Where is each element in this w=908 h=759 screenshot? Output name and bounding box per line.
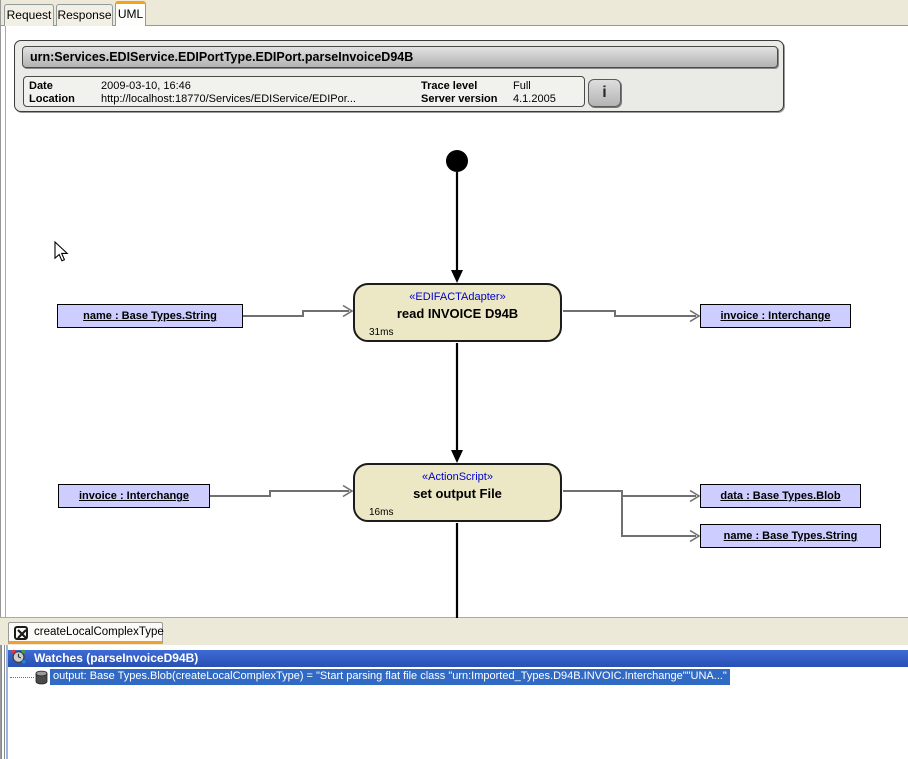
date-label: Date <box>29 80 53 92</box>
watch-entry-value[interactable]: output: Base Types.Blob(createLocalCompl… <box>50 669 730 685</box>
node1-duration: 31ms <box>369 327 394 338</box>
watch-row[interactable]: output: Base Types.Blob(createLocalCompl… <box>8 669 908 685</box>
variable-cylinder-icon <box>35 670 48 685</box>
node1-stereotype: «EDIFACTAdapter» <box>409 291 506 303</box>
tree-branch-line <box>10 677 34 678</box>
bottom-left-border-2 <box>4 618 5 759</box>
location-value: http://localhost:18770/Services/EDIServi… <box>101 93 356 105</box>
date-value: 2009-03-10, 16:46 <box>101 80 191 92</box>
param-node1-output-invoice[interactable]: invoice : Interchange <box>700 304 851 328</box>
watches-header[interactable]: Watches (parseInvoiceD94B) <box>8 650 908 667</box>
node2-duration: 16ms <box>369 507 394 518</box>
close-icon[interactable] <box>14 626 28 640</box>
trace-info-box: Date 2009-03-10, 16:46 Location http://l… <box>23 76 585 107</box>
bottom-tab-bar: createLocalComplexType <box>0 617 908 645</box>
param-node2-output-name[interactable]: name : Base Types.String <box>700 524 881 548</box>
tab-create-local-complex-type[interactable]: createLocalComplexType <box>8 622 164 644</box>
location-label: Location <box>29 93 75 105</box>
param-node2-output-data[interactable]: data : Base Types.Blob <box>700 484 861 508</box>
bottom-tab-label: createLocalComplexType <box>34 626 164 638</box>
activity-node-read-invoice[interactable]: «EDIFACTAdapter» read INVOICE D94B 31ms <box>353 283 562 342</box>
server-version-value: 4.1.2005 <box>513 93 556 105</box>
window-left-edge <box>0 0 1 759</box>
node2-name: set output File <box>413 486 502 501</box>
watches-icon <box>11 649 26 664</box>
panel-left-border <box>5 26 6 618</box>
param-node2-input-invoice[interactable]: invoice : Interchange <box>58 484 210 508</box>
param-node1-input-name[interactable]: name : Base Types.String <box>57 304 243 328</box>
activity-node-set-output[interactable]: «ActionScript» set output File 16ms <box>353 463 562 522</box>
node1-name: read INVOICE D94B <box>396 306 519 321</box>
server-version-label: Server version <box>421 93 498 105</box>
tab-response[interactable]: Response <box>56 4 113 26</box>
watches-panel: Watches (parseInvoiceD94B) output: Base … <box>8 648 908 759</box>
tab-uml[interactable]: UML <box>115 1 146 26</box>
operation-title: urn:Services.EDIService.EDIPortType.EDIP… <box>22 46 778 68</box>
node2-stereotype: «ActionScript» <box>422 471 493 483</box>
tab-request[interactable]: Request <box>4 4 54 26</box>
bottom-left-border-1 <box>1 618 2 759</box>
info-button[interactable]: i <box>588 79 621 107</box>
top-tab-bar: Request Response UML <box>0 0 908 26</box>
trace-level-value: Full <box>513 80 531 92</box>
bottom-left-border-3 <box>6 645 8 759</box>
trace-level-label: Trace level <box>421 80 478 92</box>
